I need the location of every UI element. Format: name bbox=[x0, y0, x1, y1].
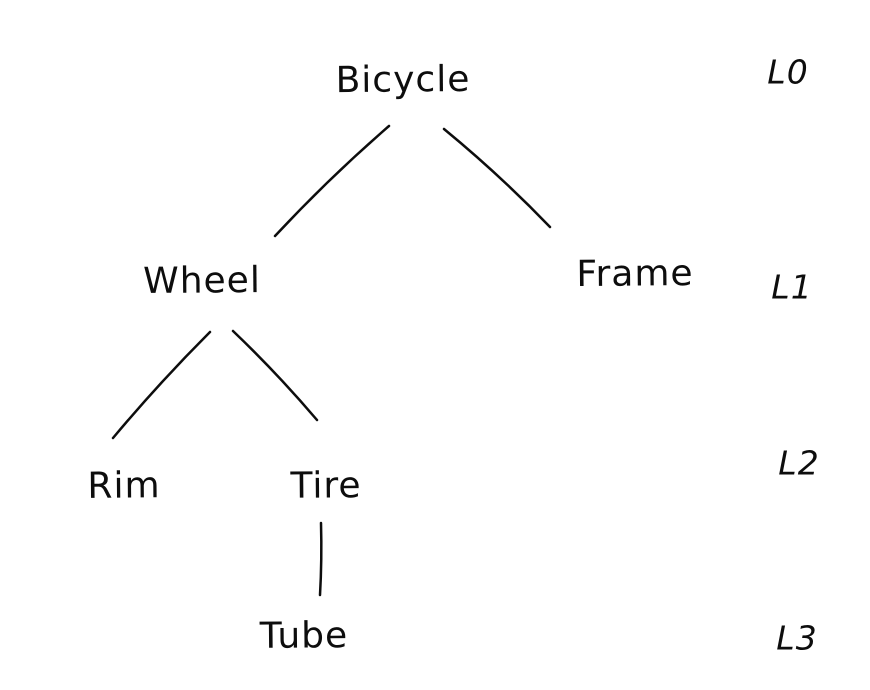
level-label-l1: L1 bbox=[771, 267, 813, 307]
node-rim: Rim bbox=[87, 465, 161, 507]
node-tube: Tube bbox=[259, 615, 349, 657]
edge-wheel-rim bbox=[111, 330, 212, 440]
level-label-l3: L3 bbox=[776, 618, 818, 658]
node-tire: Tire bbox=[290, 465, 362, 507]
edge-tire-tube bbox=[318, 521, 323, 597]
level-label-l0: L0 bbox=[767, 52, 809, 92]
level-label-l2: L2 bbox=[778, 443, 820, 483]
node-bicycle: Bicycle bbox=[335, 58, 471, 102]
edge-bicycle-wheel bbox=[273, 124, 391, 238]
node-wheel: Wheel bbox=[142, 259, 262, 303]
edge-bicycle-frame bbox=[442, 127, 552, 229]
edge-wheel-tire bbox=[231, 329, 319, 422]
node-frame: Frame bbox=[576, 252, 694, 296]
